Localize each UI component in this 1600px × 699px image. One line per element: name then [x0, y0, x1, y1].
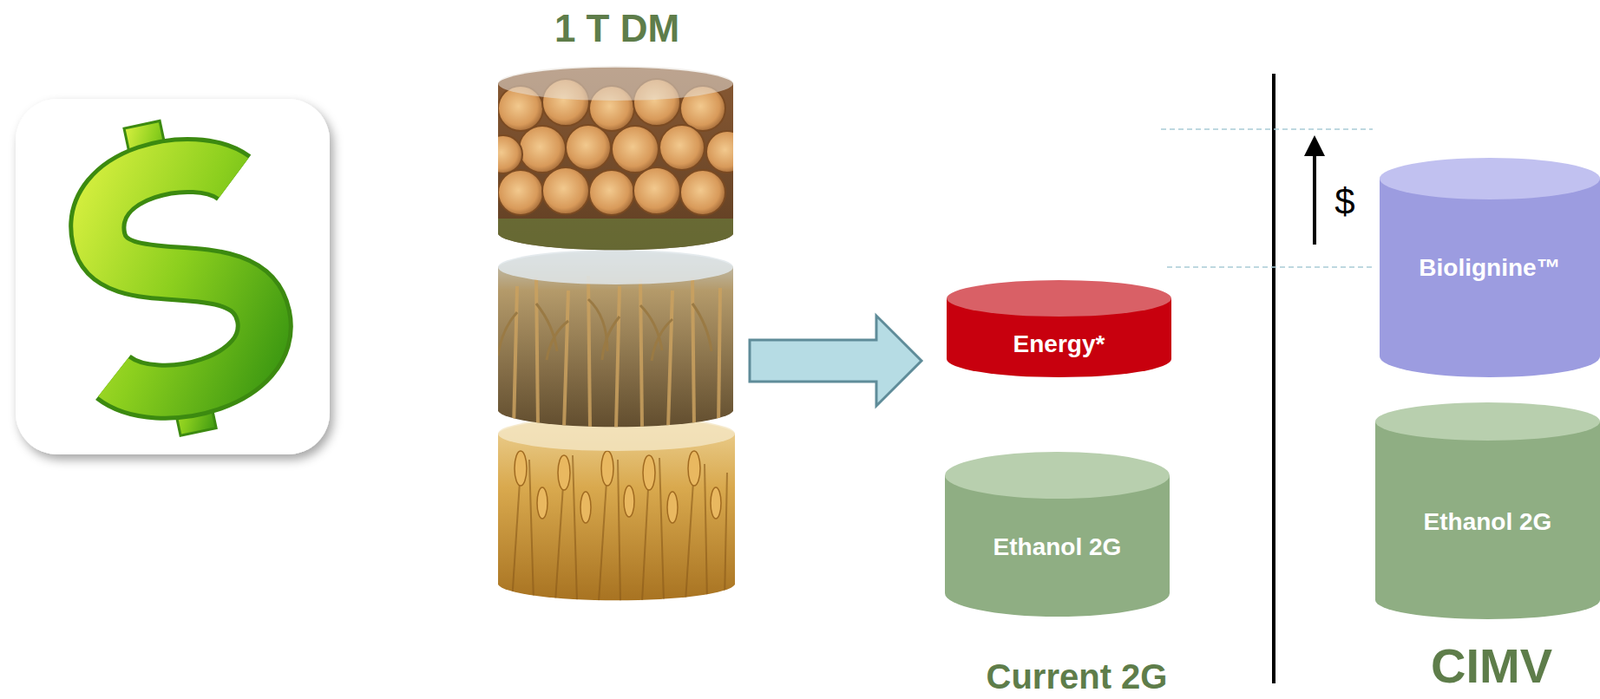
cylinder-top	[1375, 402, 1600, 441]
scenario-label: CIMV	[1430, 642, 1553, 691]
text-holder: Ethanol 2G	[1375, 507, 1600, 536]
logs-segment	[484, 60, 748, 261]
scenario-label: Current 2G	[986, 659, 1168, 695]
cylinder-top	[1379, 157, 1600, 200]
cylinder-label: Biolignine™	[1418, 253, 1561, 282]
cylinder-label: Energy*	[1013, 330, 1106, 359]
cylinder-label: Ethanol 2G	[1423, 507, 1553, 536]
text-holder: Biolignine™	[1379, 253, 1600, 282]
text-holder: Energy*	[946, 330, 1172, 359]
cylinder-body	[1375, 421, 1600, 620]
dollar-icon	[15, 98, 330, 455]
increase-arrowhead	[1304, 135, 1325, 157]
cylinder-top	[944, 452, 1170, 499]
cylinder-body	[1379, 178, 1600, 378]
cylinder-node: Energy*	[946, 280, 1172, 378]
guide-line	[1160, 128, 1373, 131]
cylinder-label: Ethanol 2G	[993, 533, 1122, 562]
text-holder: Ethanol 2G	[944, 533, 1170, 562]
corn-segment	[494, 242, 742, 434]
process-arrow	[749, 315, 922, 407]
cylinder-node: Biolignine™	[1379, 157, 1600, 378]
separator-line	[1272, 73, 1276, 684]
cylinder-top	[946, 280, 1172, 317]
cylinder-shape	[946, 280, 1172, 378]
value-symbol: $	[1334, 183, 1355, 221]
cylinder-node: Ethanol 2G	[944, 452, 1170, 617]
wheat-segment	[494, 407, 742, 608]
guide-line	[1167, 266, 1373, 269]
feedstock-title: 1 T DM	[554, 9, 680, 48]
cylinder-node: Ethanol 2G	[1375, 402, 1600, 620]
increase-arrow	[1312, 149, 1317, 245]
